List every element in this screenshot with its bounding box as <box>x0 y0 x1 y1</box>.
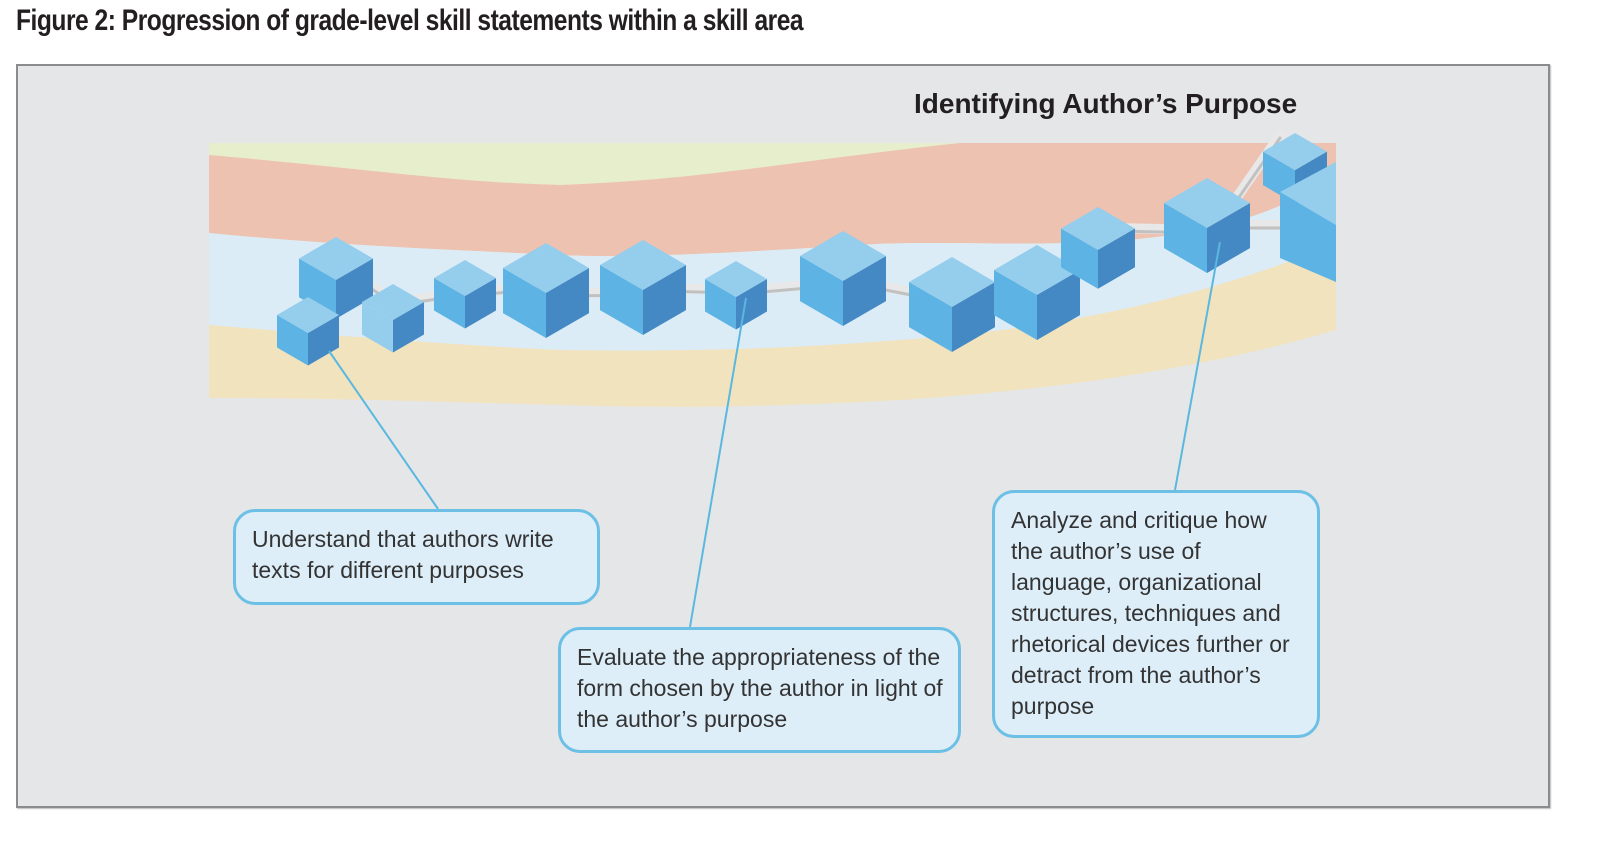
cube-right-face <box>952 281 995 353</box>
cube-left-face <box>705 278 736 330</box>
cube-right-face <box>393 301 424 353</box>
grade-bands <box>209 143 1336 407</box>
cube-left-face <box>503 267 546 339</box>
cube-top-face <box>600 240 686 290</box>
cube-top-face <box>1164 178 1250 228</box>
skill-area-heading: Identifying Author’s Purpose <box>914 88 1298 119</box>
cube-top-face <box>1263 133 1327 171</box>
skill-cube <box>994 245 1080 341</box>
cube-right-face <box>546 267 589 339</box>
cube-left-face <box>800 255 843 327</box>
cube-left-face <box>362 301 393 353</box>
cube-top-face <box>277 297 339 333</box>
cube-left-face <box>434 277 465 329</box>
skill-cube <box>600 240 686 336</box>
cube-left-face <box>299 258 336 319</box>
skill-cube-cropped <box>1280 162 1336 282</box>
cube-left-face <box>1164 202 1207 274</box>
cube-connector <box>1230 130 1285 205</box>
cube-left-face <box>277 314 308 366</box>
cube-top-face <box>1280 162 1336 225</box>
skill-cubes <box>277 133 1336 366</box>
skill-cube <box>1061 207 1135 289</box>
band-sand <box>209 243 1336 407</box>
cube-top-face <box>434 260 496 296</box>
cube-top-face <box>800 231 886 281</box>
cube-top-face <box>994 245 1080 295</box>
cube-left-face <box>1280 192 1336 282</box>
figure-title: Figure 2: Progression of grade-level ski… <box>16 4 804 37</box>
skill-cube <box>503 243 589 339</box>
cube-top-face <box>909 257 995 307</box>
leader-line-early <box>328 350 439 510</box>
skill-cube <box>800 231 886 327</box>
cube-left-face <box>600 264 643 336</box>
leader-lines <box>328 241 1221 628</box>
callout-upper-grade-skill: Analyze and critique how the author’s us… <box>992 490 1320 738</box>
cube-left-face <box>1061 228 1098 289</box>
skill-cube <box>362 284 424 353</box>
cube-right-face <box>336 258 373 319</box>
skill-cube <box>277 297 339 366</box>
cube-top-face <box>1061 207 1135 250</box>
callout-middle-grade-skill: Evaluate the appropriateness of the form… <box>558 627 961 753</box>
cube-left-face <box>909 281 952 353</box>
skill-cube <box>434 260 496 329</box>
callout-early-grade-skill: Understand that authors write texts for … <box>233 509 600 605</box>
cube-top-face <box>503 243 589 293</box>
cube-right-face <box>465 277 496 329</box>
cube-top-face <box>362 284 424 320</box>
skill-cube <box>909 257 995 353</box>
cube-right-face <box>643 264 686 336</box>
skill-cube <box>299 237 373 319</box>
cube-right-face <box>1098 228 1135 289</box>
band-salmon <box>209 143 1336 257</box>
cube-right-face <box>308 314 339 366</box>
cube-top-face <box>705 261 767 297</box>
cube-left-face <box>994 269 1037 341</box>
leader-line-middle <box>689 297 747 628</box>
cube-right-face <box>1037 269 1080 341</box>
leader-line-upper <box>1174 241 1221 491</box>
cube-top-face <box>299 237 373 280</box>
cube-right-face <box>843 255 886 327</box>
